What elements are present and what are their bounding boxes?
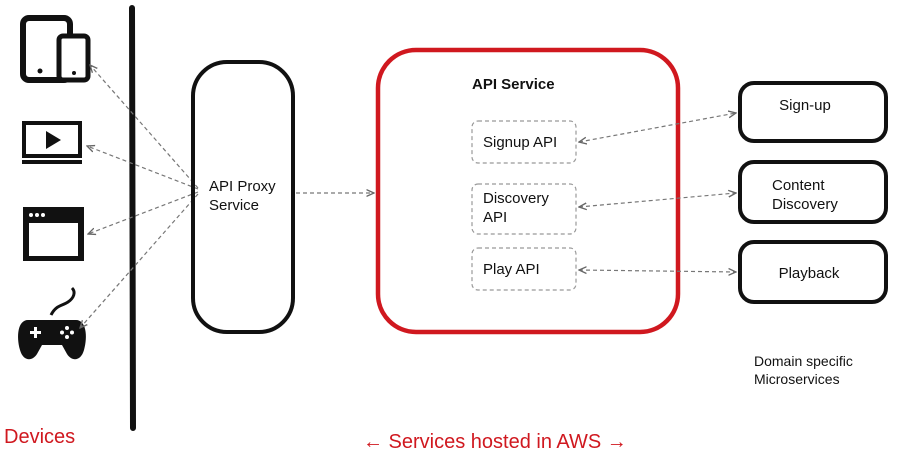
content-discovery-ms-label-line1: Content (772, 177, 825, 194)
device-connectors (80, 65, 199, 328)
discovery-api-label-line1: Discovery (483, 190, 549, 207)
network-edge-line (129, 5, 136, 431)
api-proxy-label: API Proxy Service (209, 177, 289, 215)
api-proxy-box (191, 60, 295, 334)
api-service-title: API Service (472, 76, 555, 93)
microservice-connectors (579, 113, 736, 272)
signup-ms-box (738, 81, 888, 143)
microservices-note: Domain specific Microservices (754, 352, 884, 388)
content-discovery-ms-label: Content Discovery (772, 176, 838, 214)
content-discovery-ms-label-line2: Discovery (772, 196, 838, 213)
browser-window-icon (23, 207, 84, 261)
api-proxy-label-line2: Service (209, 197, 260, 214)
signup-api-box (471, 120, 577, 164)
signup-api-label: Signup API (483, 133, 557, 152)
play-api-box (471, 247, 577, 291)
discovery-api-label-line2: API (483, 209, 508, 226)
playback-ms-box (738, 240, 888, 304)
game-controller-icon (18, 286, 86, 360)
tablet-phone-icon (20, 15, 91, 83)
tv-play-icon (22, 121, 82, 164)
content-discovery-ms-box (738, 160, 888, 224)
playback-ms-label-line1: Playback (778, 265, 840, 282)
signup-ms-label: Sign-up (745, 96, 865, 115)
signup-api-label-line1: Signup API (483, 134, 558, 151)
discovery-api-label: Discovery API (483, 189, 549, 227)
discovery-api-box (471, 183, 577, 235)
aws-caption: ← Services hosted in AWS → (363, 431, 627, 453)
signup-ms-label-line1: Sign-up (779, 97, 831, 114)
api-proxy-label-line1: API Proxy (209, 178, 276, 195)
playback-ms-label: Playback (749, 264, 869, 283)
microservices-note-line2: Microservices (754, 371, 840, 387)
play-api-label: Play API (483, 260, 540, 279)
play-api-label-line1: Play API (483, 261, 540, 278)
devices-caption: Devices (4, 426, 76, 448)
microservices-note-line1: Domain specific (754, 353, 853, 369)
